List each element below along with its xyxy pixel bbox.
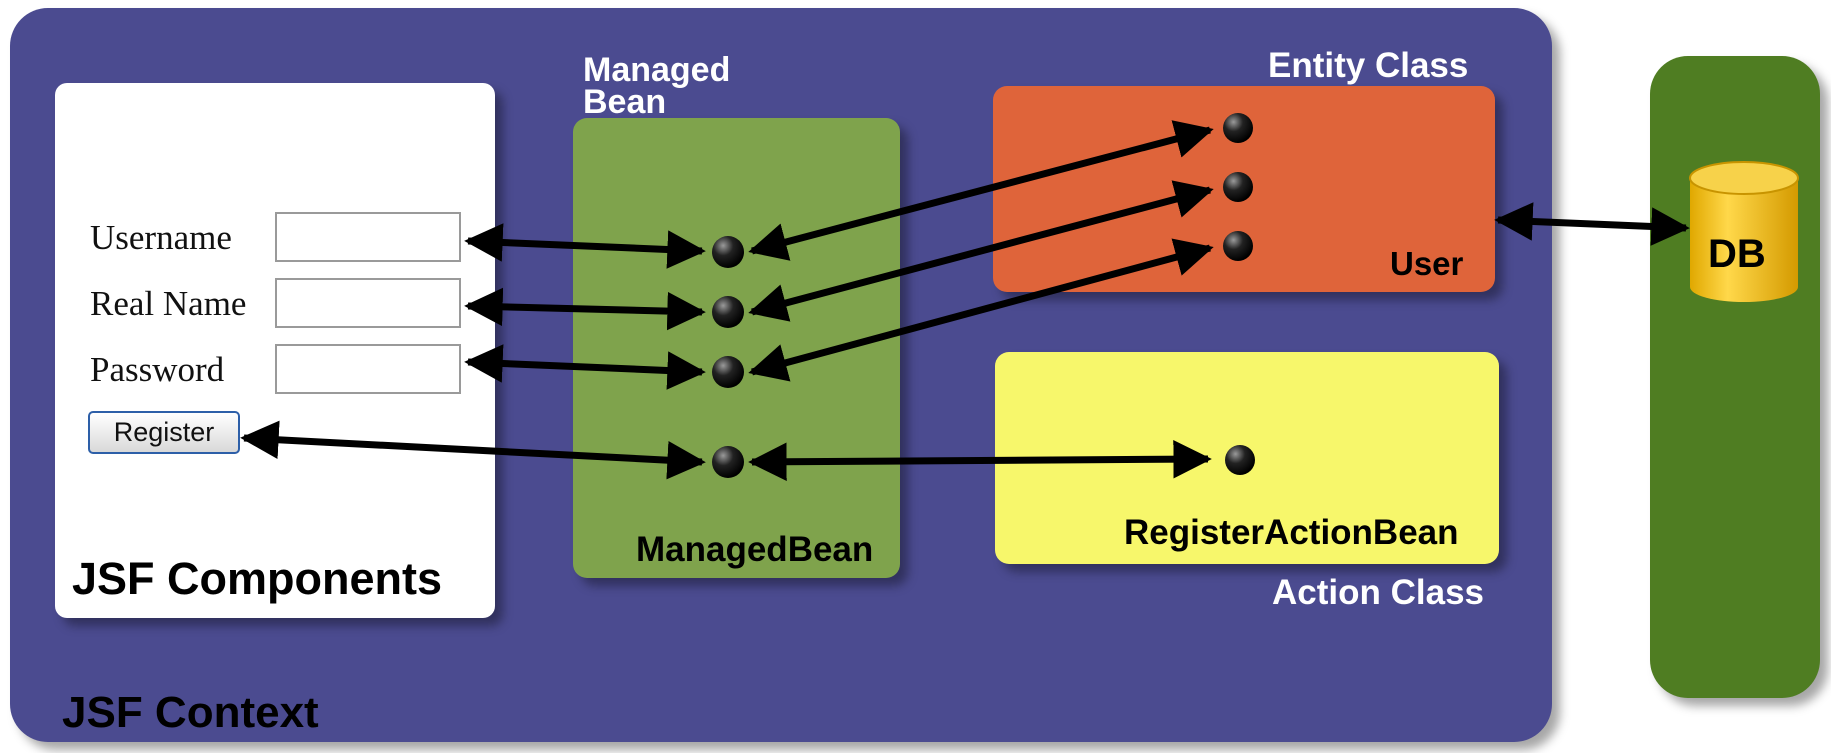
bean-to-user-arrow-2: [748, 180, 1214, 322]
entity-class-name: User: [1390, 245, 1464, 282]
user-property-dot: [1223, 172, 1253, 202]
entity-class-caption: Entity Class: [1268, 46, 1469, 85]
user-property-dot: [1223, 113, 1253, 143]
action-class-name: RegisterActionBean: [1124, 513, 1459, 552]
password-to-bean-arrow: [464, 344, 706, 390]
managed-bean-caption: Managed Bean: [583, 51, 731, 121]
managed-bean-caption-line1: Managed: [583, 51, 731, 89]
user-property-dot: [1223, 231, 1253, 261]
managed-bean-caption-line2: Bean: [583, 83, 667, 121]
db-label: DB: [1708, 232, 1766, 276]
username-label: Username: [90, 218, 232, 257]
register-button[interactable]: Register: [88, 411, 240, 454]
real-name-field[interactable]: [275, 278, 461, 328]
user-to-db-arrow: [1494, 202, 1690, 246]
jsf-components-title: JSF Components: [72, 553, 443, 604]
bean-to-user-arrow-1: [748, 120, 1214, 261]
db-cylinder-icon: [1689, 161, 1799, 302]
jsf-context-label: JSF Context: [62, 688, 319, 737]
bean-property-dot: [712, 356, 744, 388]
password-label: Password: [90, 350, 225, 389]
bean-to-user-arrow-3: [748, 238, 1214, 382]
bean-to-action-arrow: [748, 439, 1212, 482]
action-method-dot: [1225, 445, 1255, 475]
username-field[interactable]: [275, 212, 461, 262]
password-field[interactable]: [275, 344, 461, 394]
bean-property-dot: [712, 446, 744, 478]
managed-bean-name: ManagedBean: [636, 530, 874, 569]
action-class-caption: Action Class: [1272, 573, 1484, 612]
realname-to-bean-arrow: [464, 287, 706, 331]
username-to-bean-arrow: [464, 223, 706, 269]
register-to-bean-arrow: [240, 420, 706, 480]
real-name-label: Real Name: [90, 284, 247, 323]
bean-property-dot: [712, 296, 744, 328]
bean-property-dot: [712, 236, 744, 268]
